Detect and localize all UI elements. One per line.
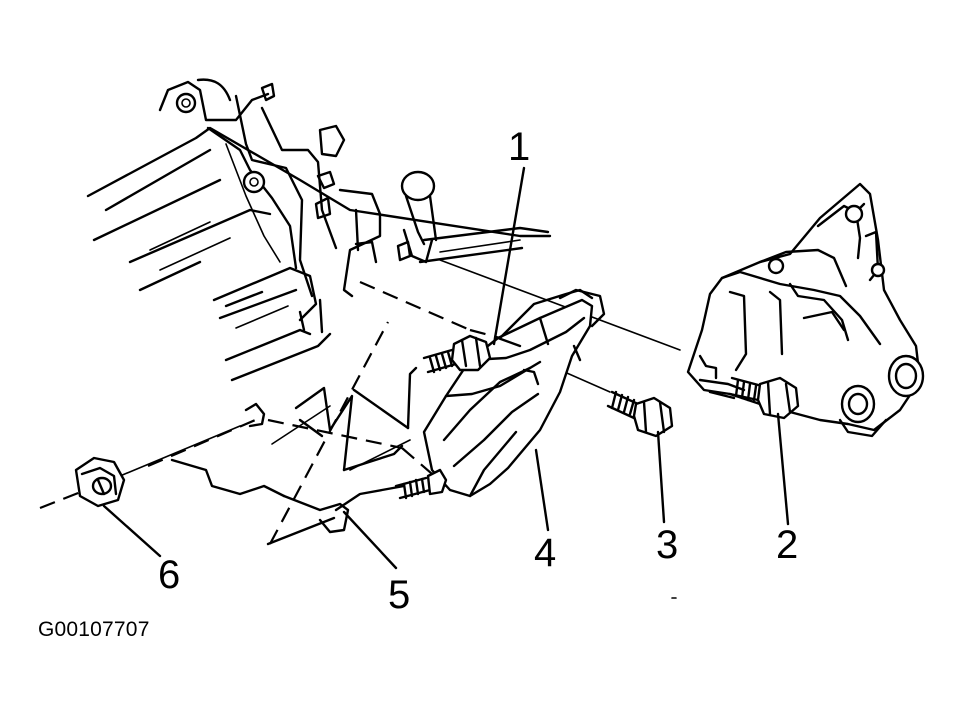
- engine-mount: [686, 182, 925, 438]
- leader-2: [776, 412, 790, 526]
- engine-frame-assembly: [86, 78, 552, 382]
- callout-1: 1: [508, 125, 530, 169]
- part-6-nut: [74, 456, 126, 508]
- alignment-centerlines: [39, 280, 501, 545]
- part-5-insulator: [170, 366, 418, 546]
- part-1-bolt: [422, 334, 492, 374]
- callout-4: 4: [534, 531, 556, 575]
- leader-1: [492, 166, 526, 346]
- leader-6: [102, 504, 162, 558]
- figure-id-label: G00107707: [38, 618, 150, 641]
- leader-5: [342, 510, 398, 570]
- part-2-bolt: [728, 376, 800, 420]
- leader-3: [656, 430, 666, 524]
- bracket-lower-stud: [394, 468, 448, 500]
- assembly-guide-lines: [119, 259, 681, 477]
- callout-3: 3: [656, 523, 678, 567]
- callout-2: 2: [776, 523, 798, 567]
- callout-5: 5: [388, 573, 410, 617]
- callout-6: 6: [158, 553, 180, 597]
- part-4-bracket: [422, 288, 606, 498]
- leader-4: [534, 448, 550, 532]
- part-3-bolt: [606, 390, 674, 438]
- leader-lines: [102, 166, 790, 570]
